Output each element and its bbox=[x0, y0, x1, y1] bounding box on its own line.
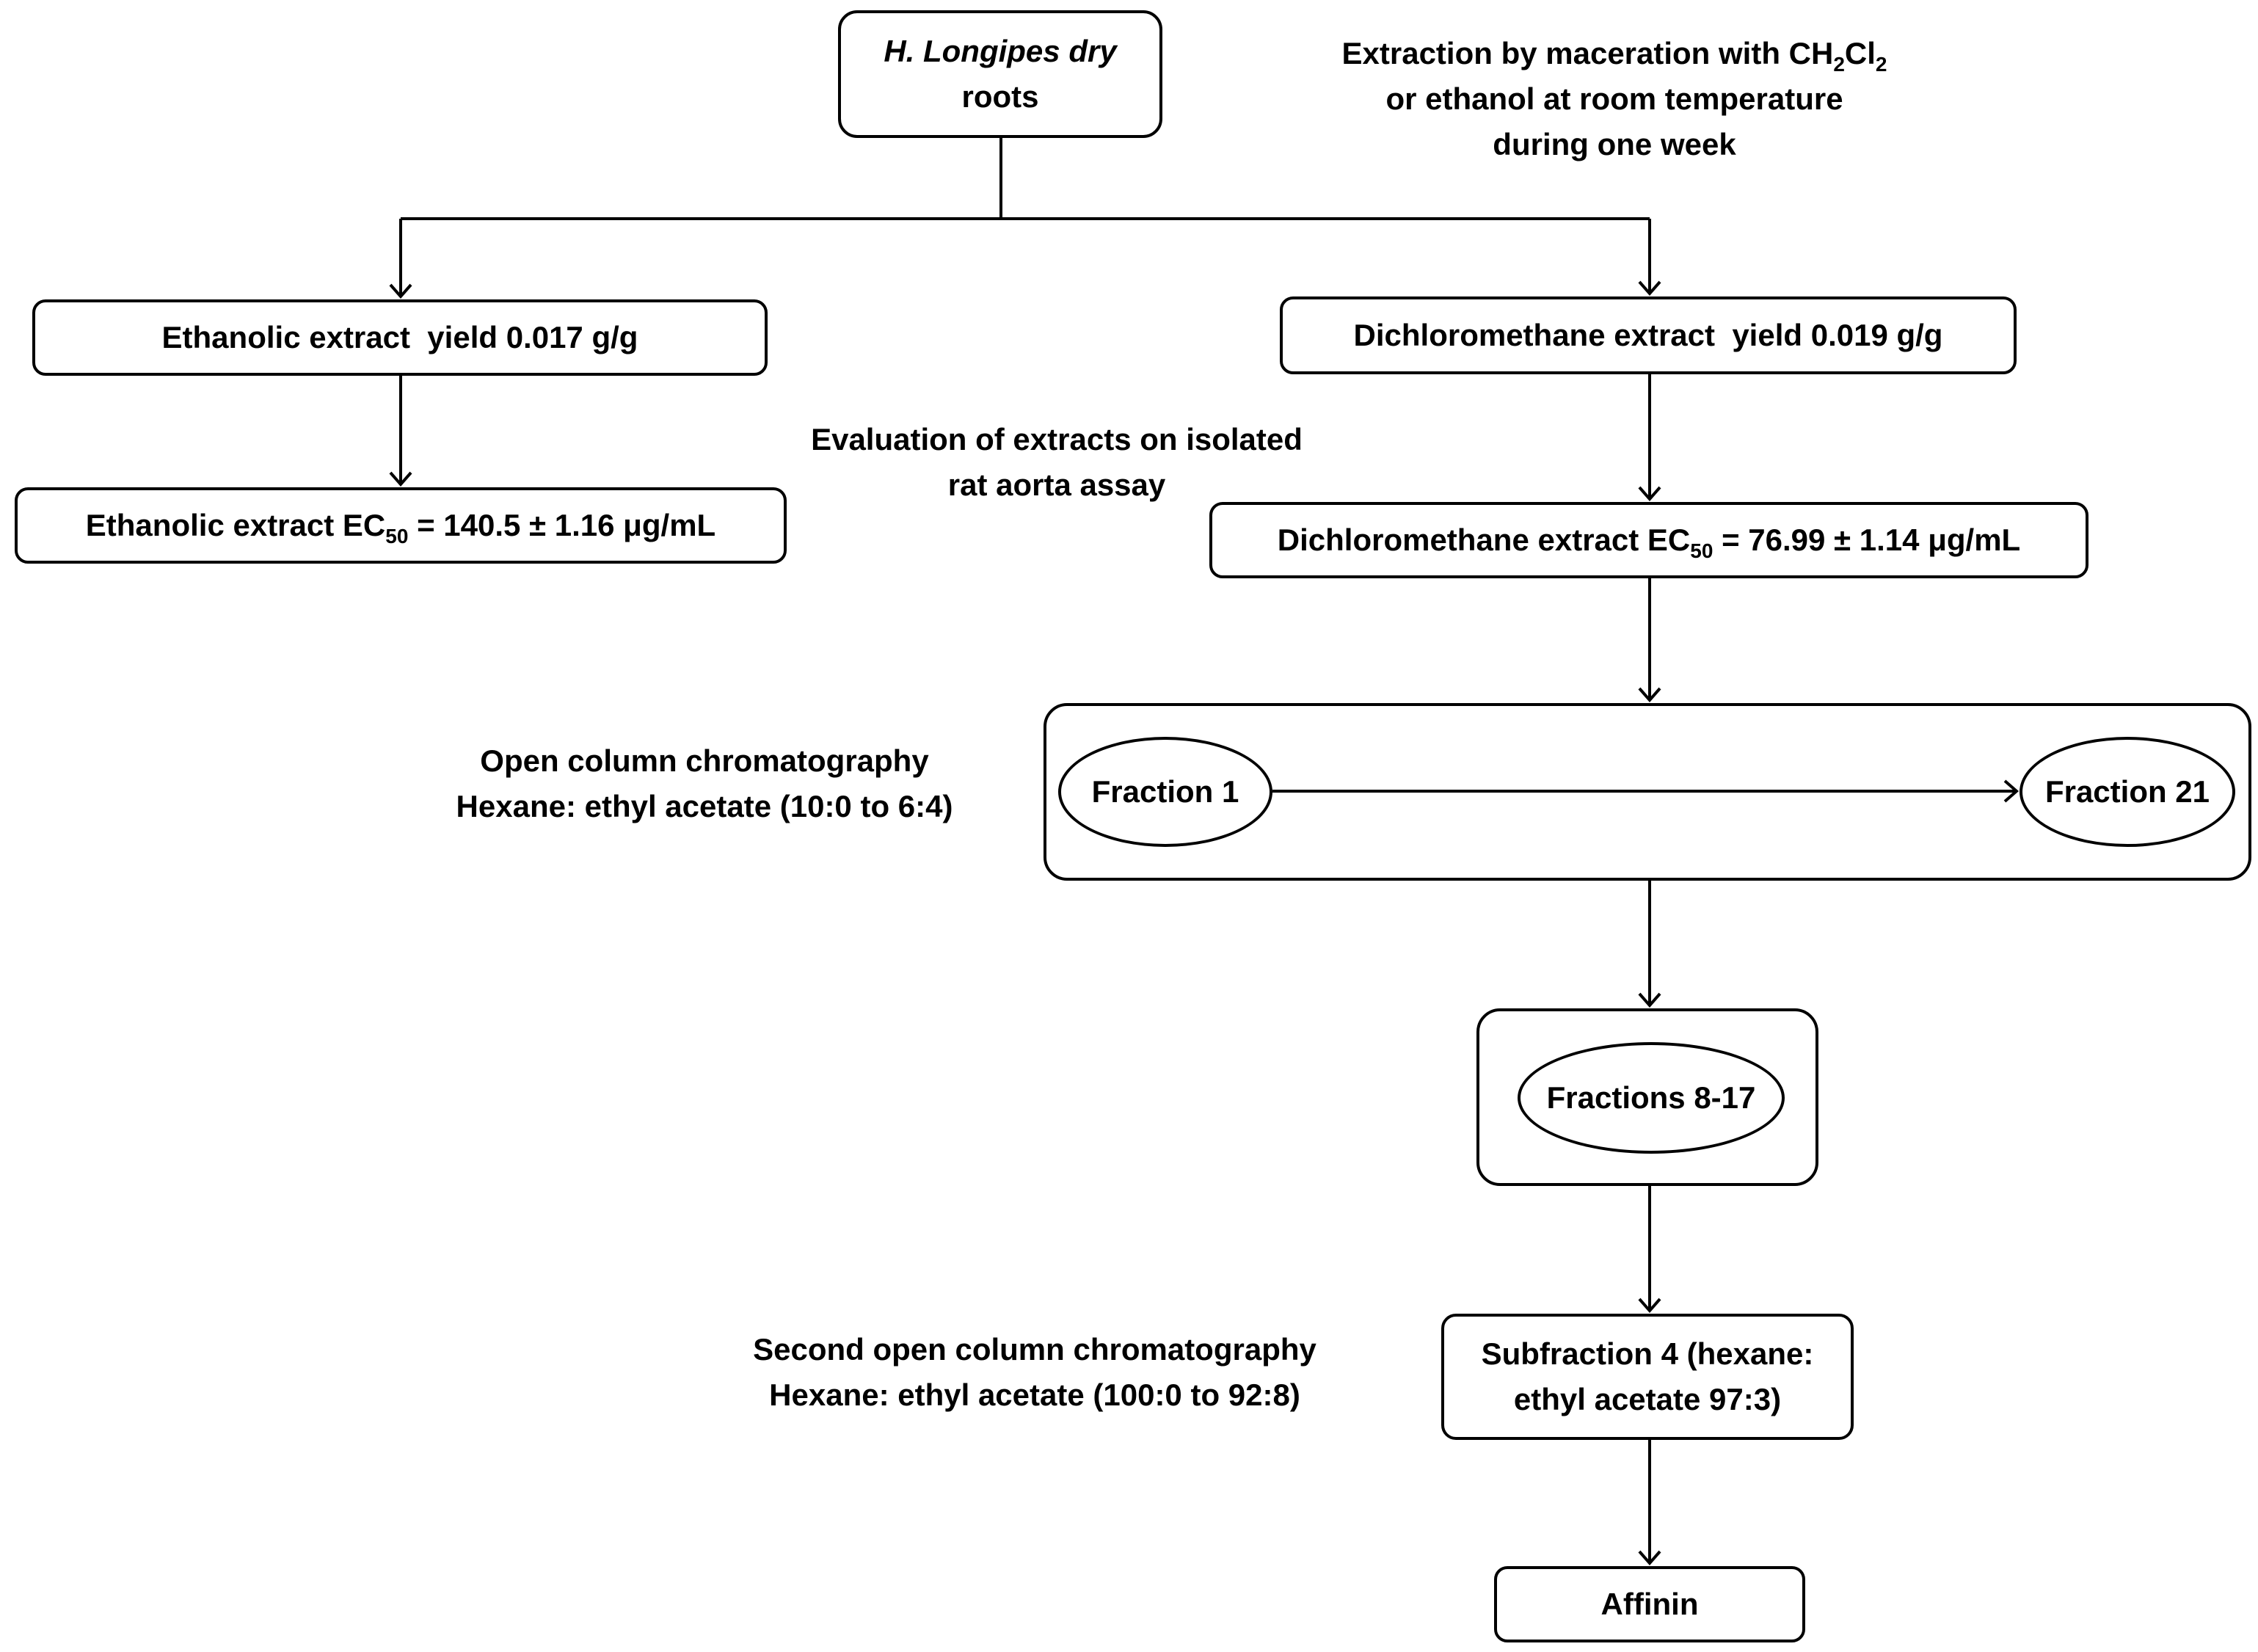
label-extraction-line3: during one week bbox=[1493, 127, 1736, 161]
node-affinin-text: Affinin bbox=[1600, 1587, 1699, 1621]
node-fractions-8-17: Fractions 8-17 bbox=[1518, 1042, 1785, 1154]
label-extraction: Extraction by maceration with CH2Cl2 or … bbox=[1292, 31, 1937, 167]
label-open-column-line2: Hexane: ethyl acetate (10:0 to 6:4) bbox=[456, 789, 953, 823]
node-ethanolic-yield-text: Ethanolic extract yield 0.017 g/g bbox=[161, 320, 638, 354]
node-subfraction-4-line2: ethyl acetate 97:3) bbox=[1513, 1382, 1782, 1416]
node-ethanolic-yield: Ethanolic extract yield 0.017 g/g bbox=[32, 299, 768, 376]
node-fraction-1: Fraction 1 bbox=[1058, 737, 1272, 847]
label-evaluation-line2: rat aorta assay bbox=[947, 467, 1166, 502]
label-extraction-line2: or ethanol at room temperature bbox=[1385, 81, 1843, 116]
label-evaluation-line1: Evaluation of extracts on isolated bbox=[811, 422, 1303, 456]
node-fraction-1-text: Fraction 1 bbox=[1091, 774, 1239, 809]
node-dcm-ec50: Dichloromethane extract EC50 = 76.99 ± 1… bbox=[1209, 502, 2088, 578]
label-open-column-line1: Open column chromatography bbox=[480, 743, 929, 778]
label-second-column-line1: Second open column chromatography bbox=[753, 1332, 1316, 1367]
node-dry-roots-line1: H. Longipes dry bbox=[884, 34, 1117, 68]
node-fractions-8-17-text: Fractions 8-17 bbox=[1546, 1080, 1756, 1115]
label-evaluation: Evaluation of extracts on isolated rat a… bbox=[763, 417, 1350, 508]
node-dry-roots-line2: roots bbox=[961, 79, 1039, 114]
fractions-8-17-box bbox=[1476, 1008, 1818, 1186]
node-dry-roots: H. Longipes dry roots bbox=[838, 10, 1162, 138]
node-fraction-21-text: Fraction 21 bbox=[2044, 774, 2210, 809]
label-second-column-line2: Hexane: ethyl acetate (100:0 to 92:8) bbox=[769, 1378, 1300, 1412]
node-fraction-21: Fraction 21 bbox=[2020, 737, 2235, 847]
node-ethanolic-ec50: Ethanolic extract EC50 = 140.5 ± 1.16 μg… bbox=[15, 487, 787, 564]
node-subfraction-4-line1: Subfraction 4 (hexane: bbox=[1481, 1336, 1814, 1371]
label-open-column: Open column chromatography Hexane: ethyl… bbox=[411, 738, 998, 829]
node-subfraction-4: Subfraction 4 (hexane: ethyl acetate 97:… bbox=[1441, 1314, 1854, 1440]
fraction-group-box bbox=[1044, 703, 2251, 881]
label-extraction-line1: Extraction by maceration with CH2Cl2 bbox=[1341, 36, 1887, 76]
node-affinin: Affinin bbox=[1494, 1566, 1805, 1642]
node-dcm-yield-text: Dichloromethane extract yield 0.019 g/g bbox=[1353, 318, 1943, 352]
node-dcm-ec50-text: Dichloromethane extract EC50 = 76.99 ± 1… bbox=[1277, 523, 2021, 562]
label-second-column: Second open column chromatography Hexane… bbox=[704, 1327, 1365, 1418]
node-ethanolic-ec50-text: Ethanolic extract EC50 = 140.5 ± 1.16 μg… bbox=[85, 508, 716, 547]
node-dcm-yield: Dichloromethane extract yield 0.019 g/g bbox=[1280, 296, 2017, 374]
